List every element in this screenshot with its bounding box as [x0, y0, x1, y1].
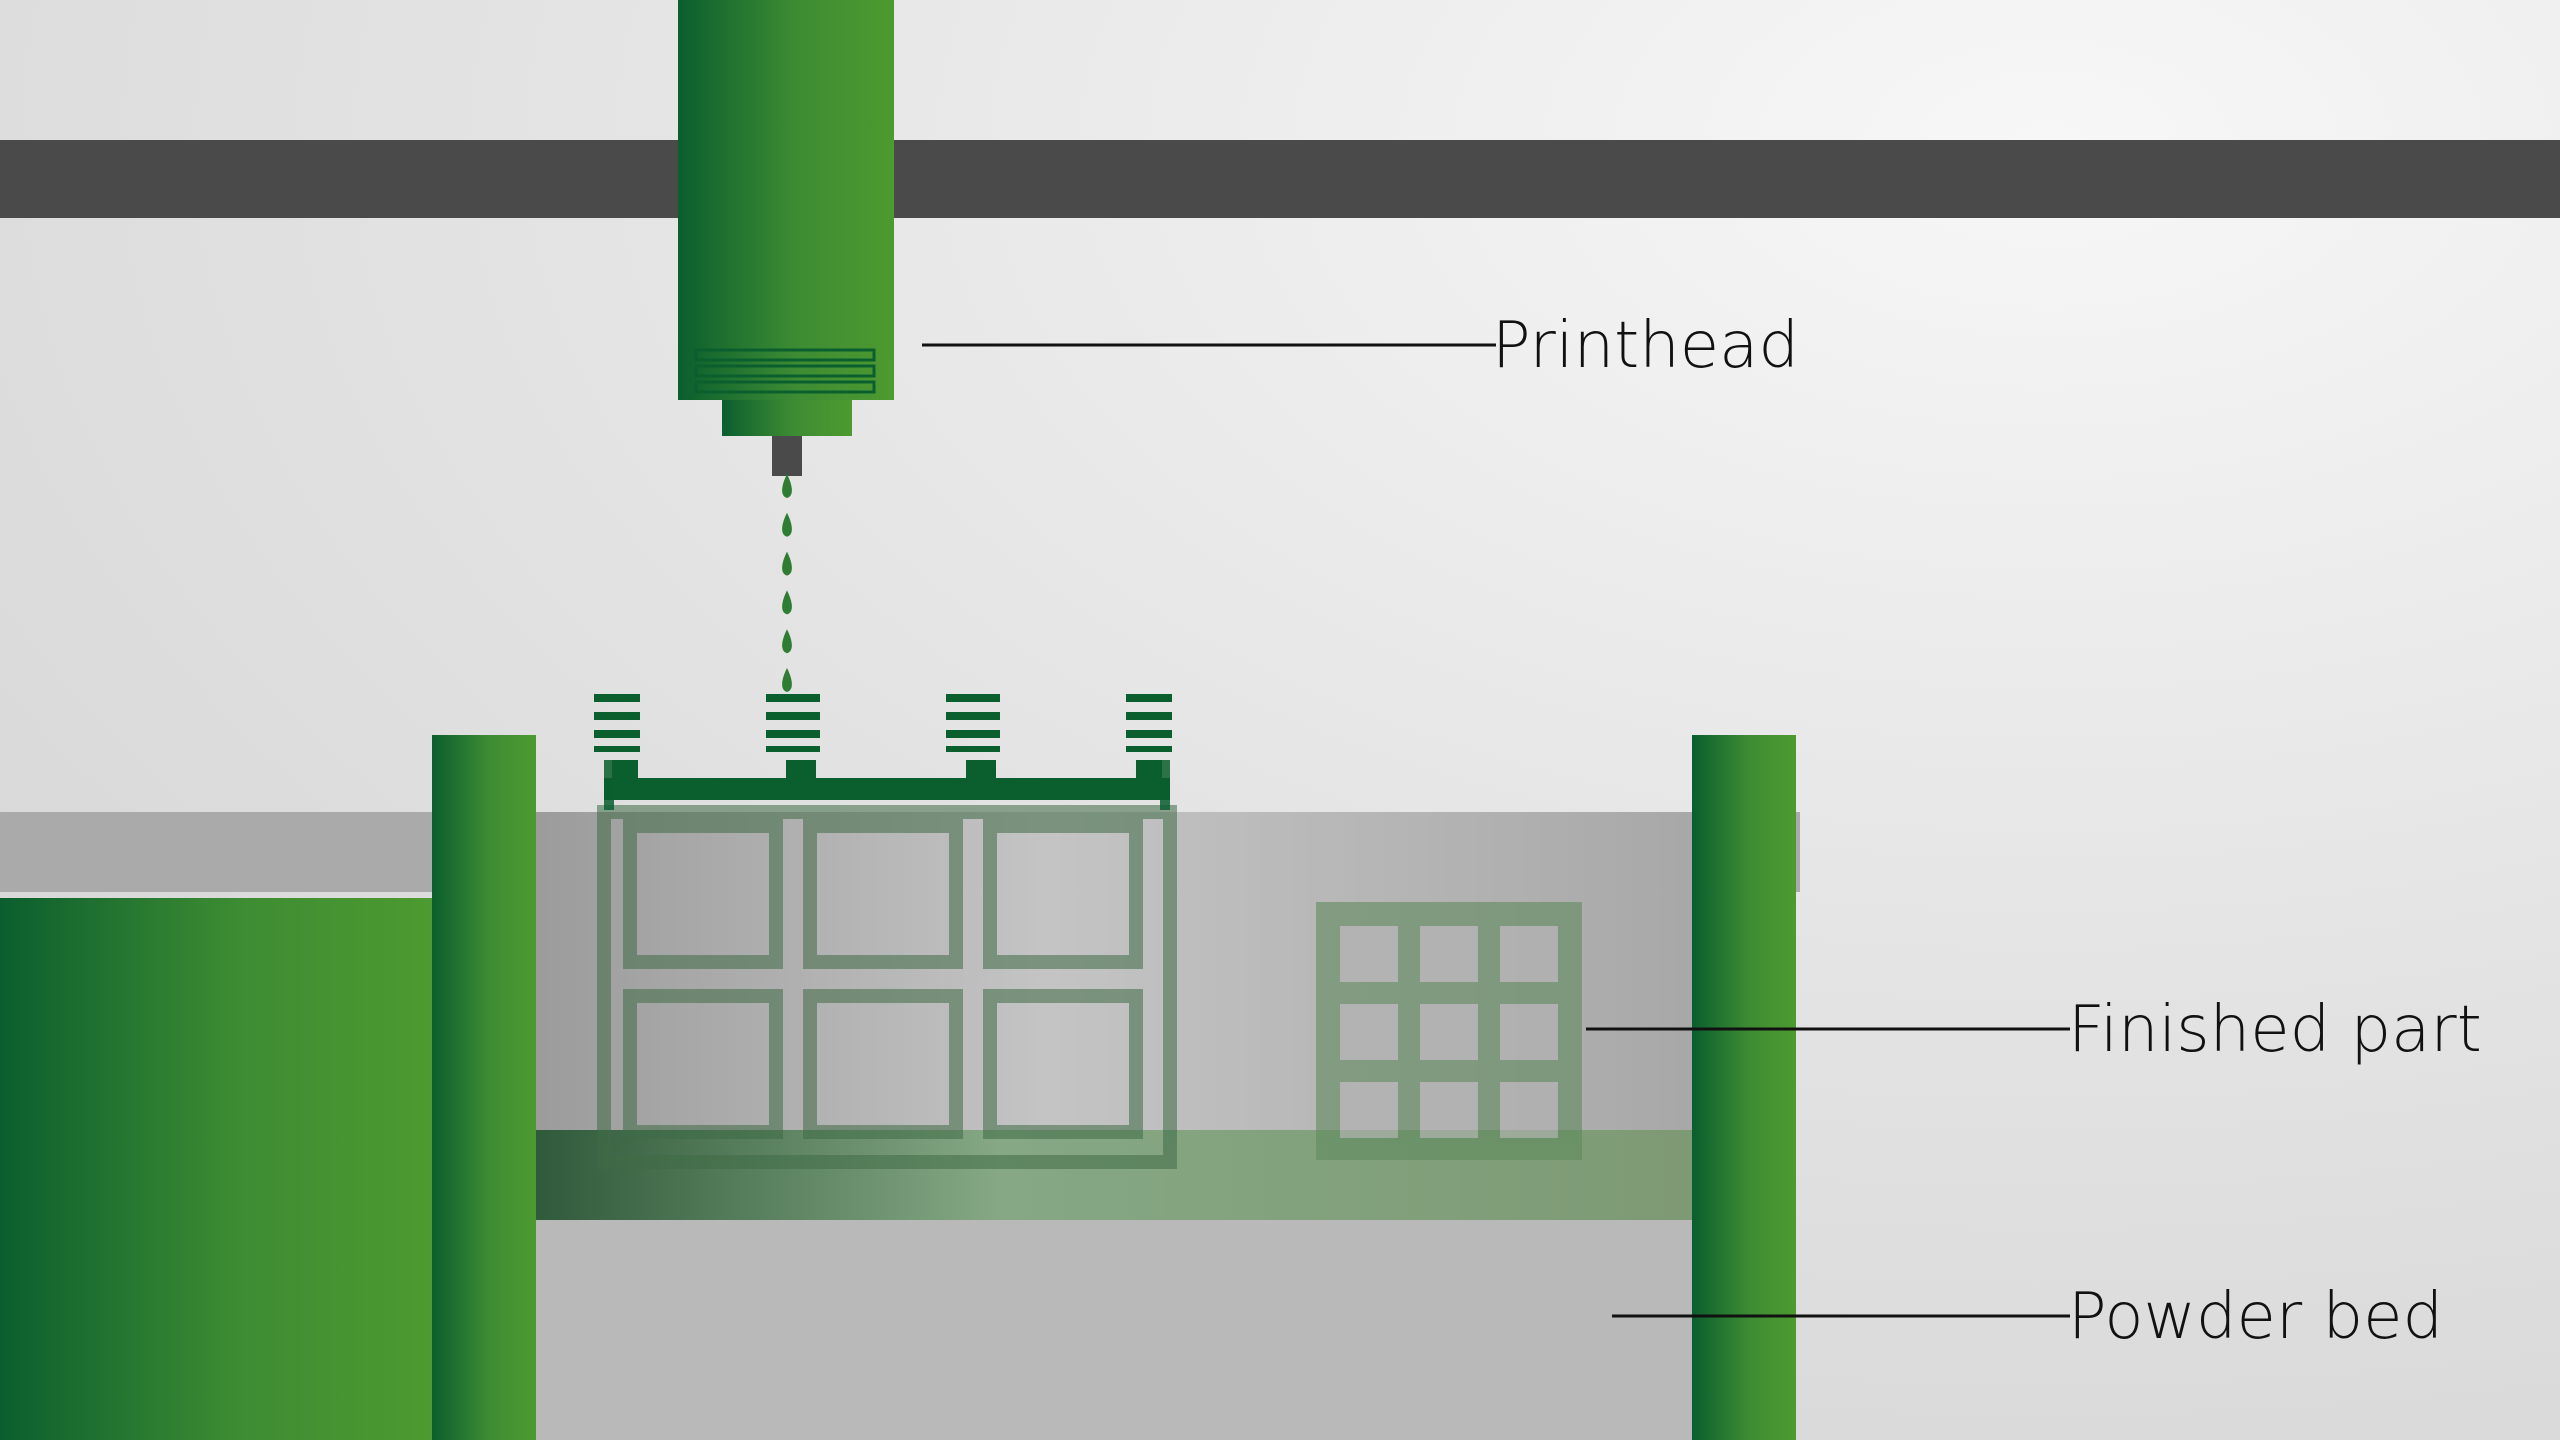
binder-droplet	[782, 668, 792, 692]
binder-droplet	[782, 512, 792, 537]
powder-bed-label: Powder bed	[2068, 1280, 2443, 1354]
binder-droplet	[782, 590, 792, 615]
binder-droplet	[782, 551, 792, 576]
finished-part-label: Finished part	[2068, 993, 2482, 1067]
gantry-rail	[0, 140, 2560, 218]
printhead	[678, 0, 894, 476]
printhead-label: Printhead	[1492, 309, 1799, 383]
binder-droplet	[782, 474, 792, 498]
bed-wall-right	[1692, 735, 1796, 1440]
powder-bed-lower	[536, 1220, 1692, 1440]
part-dashes	[594, 694, 1172, 752]
binder-droplets	[782, 474, 792, 692]
feed-piston	[0, 898, 432, 1440]
part-top-layer	[604, 760, 1170, 800]
large-part	[597, 805, 1177, 1169]
part-side-walls	[604, 760, 1170, 810]
binder-droplet	[782, 629, 792, 654]
bed-wall-left	[432, 735, 536, 1440]
finished-part-shape	[1316, 902, 1582, 1160]
